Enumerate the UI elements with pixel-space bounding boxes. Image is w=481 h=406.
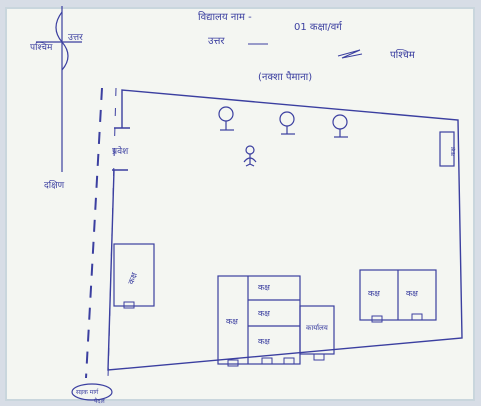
- tree-icon: [279, 111, 295, 135]
- header-line2-left: उत्तर: [208, 36, 225, 47]
- room-b-label: कक्ष: [226, 317, 238, 326]
- compass-west: पश्चिम: [30, 41, 53, 53]
- header-line1-right: 01 कक्षा/वर्ग: [294, 21, 343, 33]
- room-c-label: कक्ष: [258, 309, 270, 318]
- road-line-left: [85, 87, 103, 379]
- school-boundary: [107, 89, 463, 371]
- person-icon: [243, 145, 257, 167]
- left-room-label: कक्ष: [126, 271, 139, 285]
- central-doors: [227, 353, 325, 367]
- room-a-label: कक्ष: [258, 283, 270, 292]
- compass-north: उत्तर: [68, 33, 83, 43]
- right-room: [439, 131, 455, 167]
- header-scribble: [337, 49, 363, 59]
- compass-south: दक्षिण: [44, 179, 65, 191]
- corner-label-2: पैदल: [94, 397, 106, 405]
- left-room-door: [123, 301, 135, 309]
- tree-icon: [332, 114, 348, 138]
- office-label: कार्यालय: [306, 323, 329, 332]
- room-e-label: कक्ष: [368, 289, 380, 298]
- room-d-label: कक्ष: [258, 337, 270, 346]
- corner-label: सड़क मार्ग: [76, 388, 99, 396]
- corner-oval: [71, 383, 113, 401]
- tree-icon: [218, 106, 234, 131]
- header-line2-right: पश्चिम: [390, 49, 416, 61]
- gate-label: प्रवेश: [112, 145, 129, 157]
- header-line1-left: विद्यालय नाम -: [198, 11, 252, 23]
- right-building-doors: [371, 313, 423, 323]
- room-f-label: कक्ष: [406, 289, 418, 298]
- paper-sheet: [5, 7, 475, 401]
- compass-icon: [36, 6, 82, 172]
- right-building: [359, 269, 437, 321]
- header-line3: (नक्शा पैमाना): [258, 71, 312, 83]
- right-room-label: कक्ष: [450, 146, 457, 156]
